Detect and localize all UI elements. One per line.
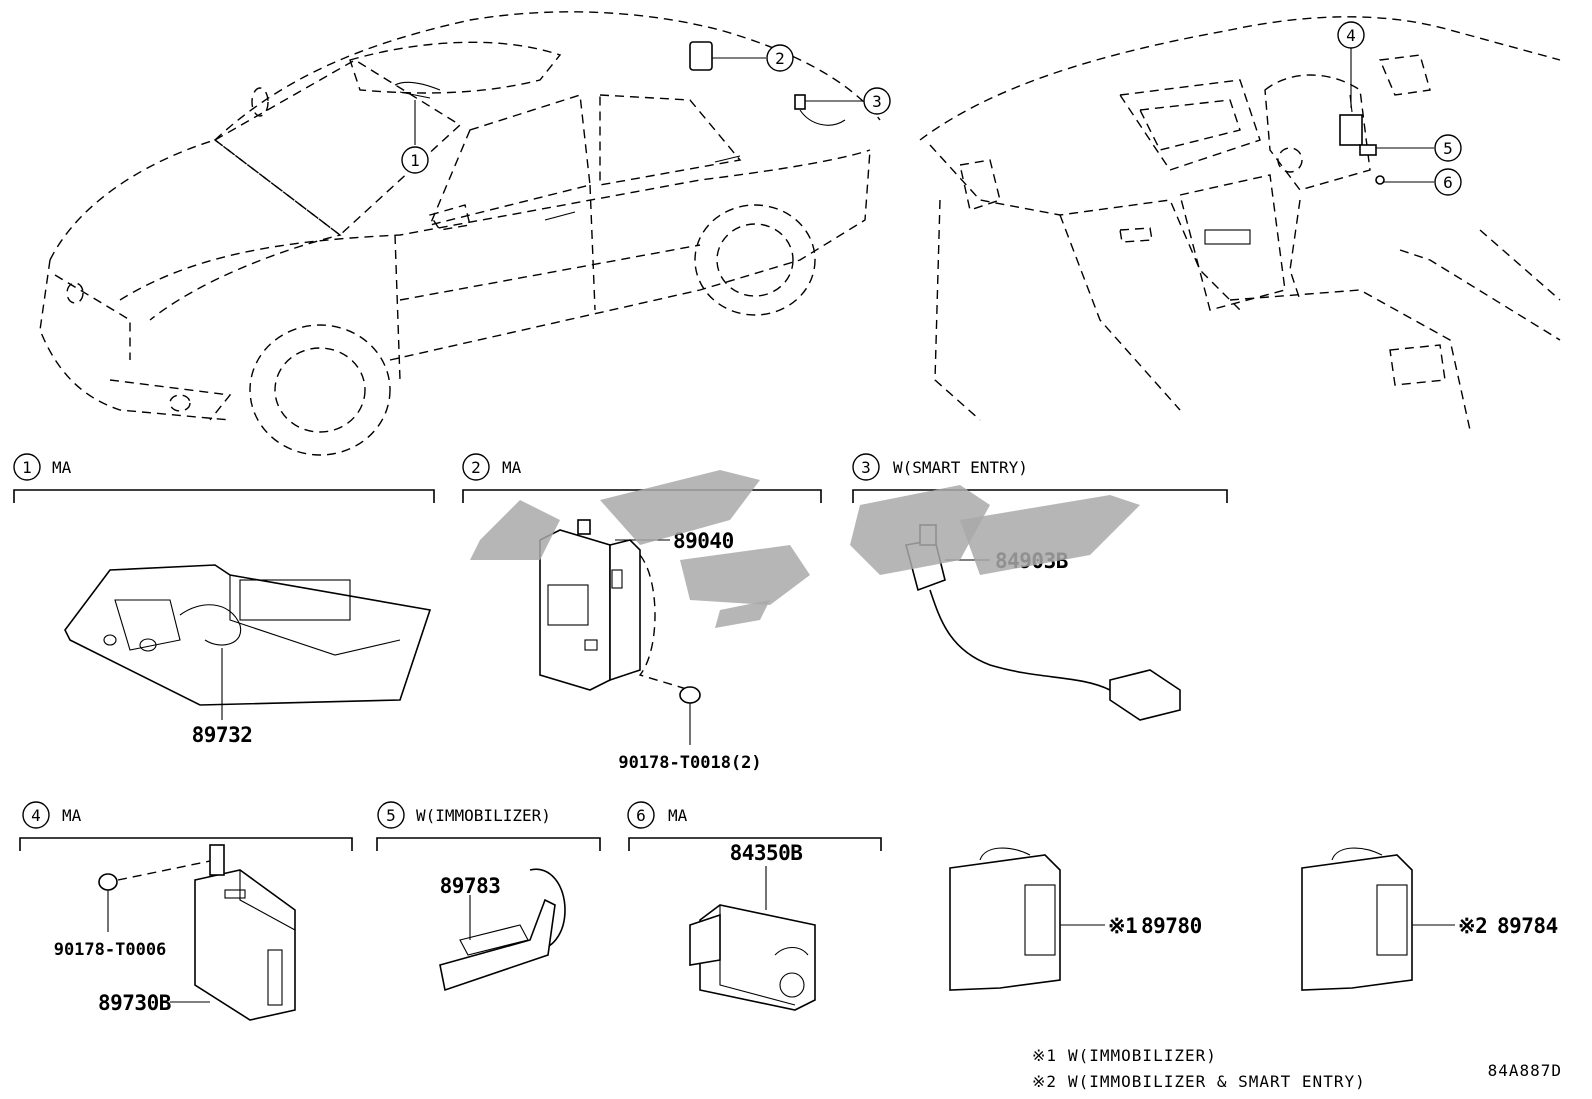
overhead-console-part (64, 564, 432, 706)
nut-90178-t0018 (679, 686, 701, 704)
part-89730b: 89730B (98, 991, 171, 1015)
section-2-number: 2 (471, 458, 481, 477)
footnote-2-text: W(IMMOBILIZER & SMART ENTRY) (1068, 1072, 1366, 1091)
section-1: 1 MA 89732 (13, 453, 435, 747)
diagram-code: 84A887D (1488, 1061, 1562, 1080)
section-2-label: MA (502, 458, 522, 477)
immobilizer-coil-89783 (439, 868, 566, 992)
svg-text:6: 6 (1443, 173, 1453, 192)
section-5-number: 5 (386, 806, 396, 825)
watermark-logo (470, 470, 1140, 628)
interior-illustration (919, 16, 1561, 431)
svg-text:4: 4 (1346, 26, 1356, 45)
car-exterior-illustration (39, 11, 881, 456)
section-6-label: MA (668, 806, 688, 825)
callout-4: 4 (1337, 21, 1365, 108)
mark-2-89784: ※2 (1458, 914, 1487, 938)
section-4-number: 4 (31, 806, 41, 825)
section-1-number: 1 (22, 458, 32, 477)
section-1-label: MA (52, 458, 72, 477)
svg-text:2: 2 (775, 49, 785, 68)
section-4: 4 MA 90178-T0006 89730B (19, 801, 353, 1021)
footnote-1-text: W(IMMOBILIZER) (1068, 1046, 1217, 1065)
part-89780: 89780 (1141, 914, 1202, 938)
section-3: 3 W(SMART ENTRY) 84903B (852, 453, 1228, 721)
control-module-89040 (539, 519, 691, 691)
mark-1-89780: ※1 (1108, 914, 1137, 938)
part-89784: 89784 (1497, 914, 1558, 938)
callout-2: 2 (712, 44, 794, 72)
module-89730b (194, 844, 296, 1021)
part-90178-t0018: 90178-T0018(2) (618, 753, 761, 773)
svg-text:1: 1 (410, 151, 420, 170)
part-84350b: 84350B (730, 841, 803, 865)
callout-5: 5 (1376, 134, 1462, 162)
section-6: 6 MA 84350B (627, 801, 882, 1011)
callout-1: 1 (401, 100, 429, 174)
footnote-2-mark: ※2 (1032, 1072, 1057, 1091)
section-6-number: 6 (636, 806, 646, 825)
callout-3: 3 (805, 87, 891, 115)
callout-6: 6 (1384, 168, 1462, 196)
section-3-label: W(SMART ENTRY) (893, 458, 1028, 477)
part-89783: 89783 (440, 874, 501, 898)
part-90178-t0006: 90178-T0006 (54, 940, 167, 960)
nut-90178-t0006 (98, 873, 118, 891)
module-89780: ※1 89780 (949, 847, 1202, 991)
part-89732: 89732 (192, 723, 253, 747)
section-4-label: MA (62, 806, 82, 825)
part-89040: 89040 (673, 529, 734, 553)
svg-text:3: 3 (872, 92, 882, 111)
footnote-1-mark: ※1 (1032, 1046, 1057, 1065)
module-89784: ※2 89784 (1301, 847, 1558, 991)
svg-text:5: 5 (1443, 139, 1453, 158)
switch-84350b (689, 904, 816, 1011)
footnotes: ※1 W(IMMOBILIZER) ※2 W(IMMOBILIZER & SMA… (1032, 1046, 1366, 1091)
section-3-number: 3 (861, 458, 871, 477)
section-5-label: W(IMMOBILIZER) (416, 806, 551, 825)
section-5: 5 W(IMMOBILIZER) 89783 (376, 801, 601, 992)
